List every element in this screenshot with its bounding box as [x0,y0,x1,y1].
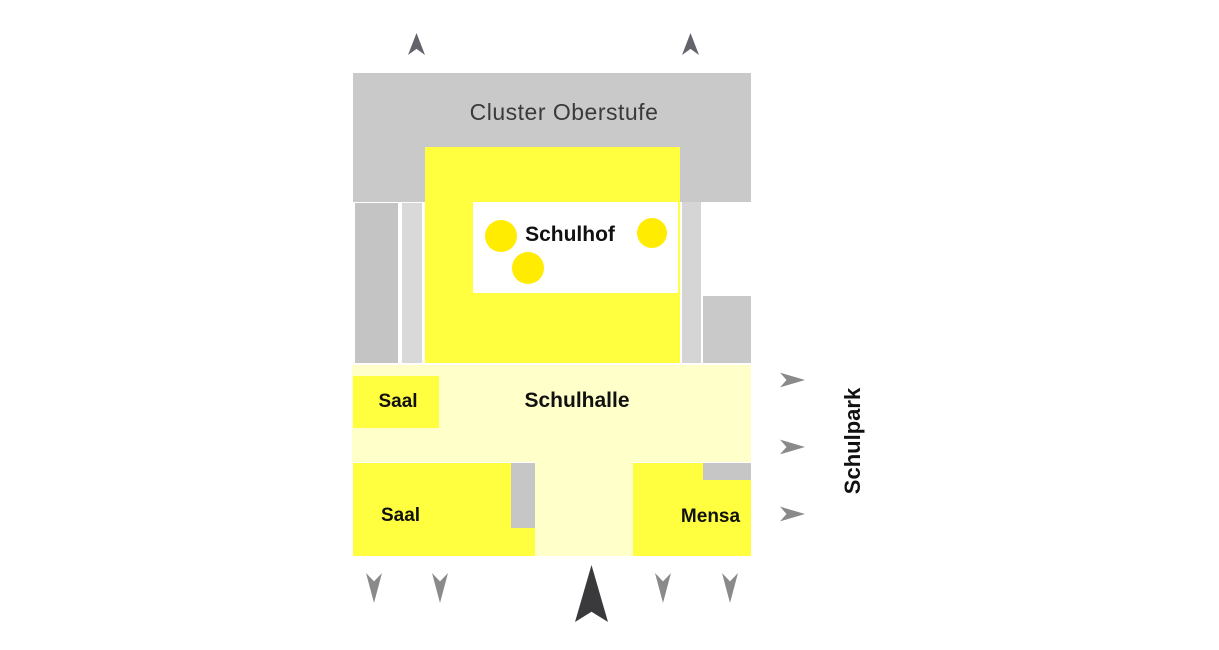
schulpark-label: Schulpark [840,387,865,495]
schulhalle-label: Schulhalle [524,389,630,412]
tree-icon [637,218,667,248]
mensa-label: Mensa [680,506,741,527]
saal-lower-gray-annex [511,463,535,528]
saal-lower-label: Saal [380,505,421,526]
mensa-gray-annex [703,463,751,480]
saal-upper-room [353,376,439,428]
left-corridor-strip [402,203,422,363]
left-wing-building [355,203,398,363]
exit-arrow-right-icon [780,439,805,455]
north-arrow-icon [575,565,608,622]
right-corridor-strip [682,202,701,363]
right-wing-building [703,296,751,363]
exit-arrow-right-icon [780,372,805,388]
entrance-arrow-down-icon [366,573,382,603]
entrance-arrow-down-icon [432,573,448,603]
entrance-arrow-up-icon [408,33,425,55]
saal-lower-room [353,463,535,556]
entrance-arrow-down-icon [655,573,671,603]
tree-icon [485,220,517,252]
cluster-oberstufe-label: Cluster Oberstufe [469,99,659,125]
exit-arrow-right-icon [780,506,805,522]
entrance-arrow-down-icon [722,573,738,603]
entrance-arrow-up-icon [682,33,699,55]
schulhof-label: Schulhof [525,223,615,246]
tree-icon [512,252,544,284]
saal-upper-label: Saal [378,391,418,412]
middle-passage [535,462,633,556]
